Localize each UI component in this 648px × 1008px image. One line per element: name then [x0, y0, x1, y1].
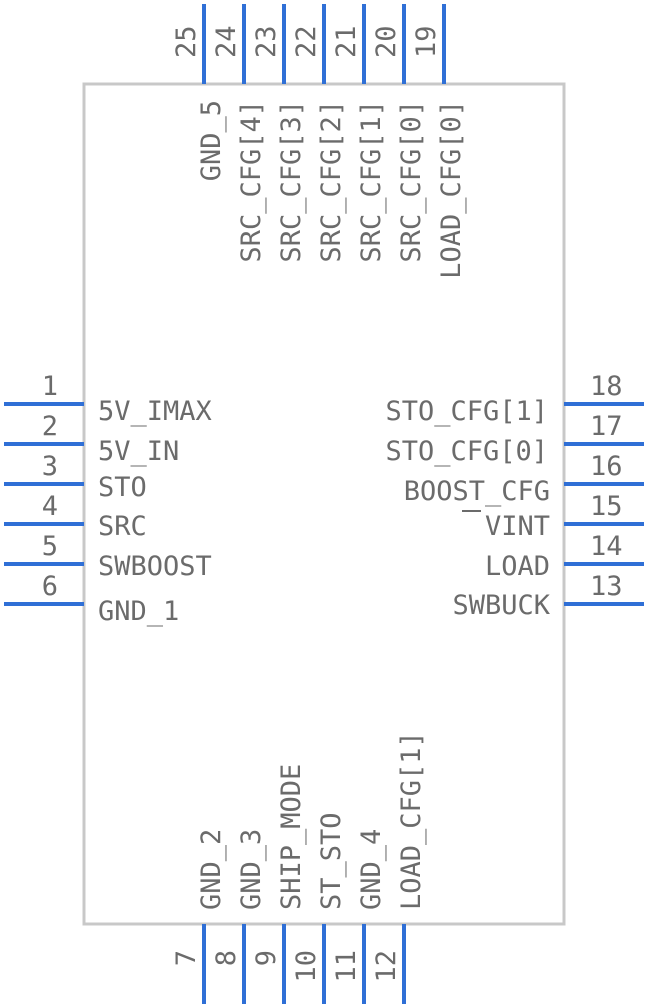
pin-number-2: 2: [42, 411, 58, 442]
ic-body: [82, 82, 566, 926]
pin-label-18: STO_CFG[1]: [385, 396, 548, 427]
pin-label-13: SWBUCK: [452, 590, 550, 621]
pin-label-21: SRC_CFG[2]: [316, 100, 347, 263]
right-pins: 18 17 16 15 14 13 STO_CFG[1] STO_CFG[0] …: [385, 371, 644, 621]
pin-number-8: 8: [211, 950, 242, 966]
pin-label-1: 5V_IMAX: [98, 396, 212, 427]
pin-label-6: GND_1: [98, 596, 179, 627]
pin-label-3: STO: [98, 472, 147, 503]
pin-label-10: SHIP_MODE: [276, 764, 307, 910]
pin-number-24: 24: [211, 25, 242, 58]
pin-label-20: SRC_CFG[1]: [356, 100, 387, 263]
pin-label-12: GND_4: [356, 829, 387, 910]
pin-number-15: 15: [590, 491, 623, 522]
pin-number-17: 17: [590, 411, 623, 442]
pin-label-2: 5V_IN: [98, 436, 179, 467]
pin-label-19: SRC_CFG[0]: [396, 100, 427, 263]
pin-number-25: 25: [171, 25, 202, 58]
pin-number-9: 9: [251, 950, 282, 966]
pin-number-12: 12: [371, 950, 402, 983]
top-pins: 25 24 23 22 21 20 19 GND_5 SRC_CFG[4] SR…: [171, 4, 467, 279]
pin-number-20: 20: [371, 25, 402, 58]
pin-number-1: 1: [42, 371, 58, 402]
pin-number-14: 14: [590, 531, 623, 562]
pin-label-load-cfg-1: LOAD_CFG[1]: [396, 731, 427, 910]
pin-number-13: 13: [590, 571, 623, 602]
pin-number-10: 10: [291, 950, 322, 983]
pin-label-5: SWBOOST: [98, 551, 212, 582]
pin-label-15: VINT: [485, 511, 550, 542]
pin-number-21: 21: [331, 25, 362, 58]
pin-label-load-cfg-0: LOAD_CFG[0]: [436, 100, 467, 279]
pin-label-24: GND_5: [196, 100, 227, 181]
pin-number-23: 23: [251, 25, 282, 58]
left-pins: 1 2 3 4 5 6 5V_IMAX 5V_IN STO SRC SWBOOS…: [4, 371, 212, 627]
pin-label-9: GND_3: [236, 829, 267, 910]
pin-label-8: GND_2: [196, 829, 227, 910]
pin-label-23: SRC_CFG[4]: [236, 100, 267, 263]
pin-number-18: 18: [590, 371, 623, 402]
pin-label-4: SRC: [98, 511, 147, 542]
pin-number-6: 6: [42, 571, 58, 602]
pin-number-3: 3: [42, 451, 58, 482]
pin-label-11: ST_STO: [316, 812, 347, 910]
pin-label-14: LOAD: [485, 551, 550, 582]
pin-number-11: 11: [331, 950, 362, 983]
pin-label-16: BOOST_CFG: [404, 476, 550, 507]
pin-number-22: 22: [291, 25, 322, 58]
pin-label-17: STO_CFG[0]: [385, 436, 548, 467]
pin-number-19: 19: [411, 25, 442, 58]
pin-number-7: 7: [171, 950, 202, 966]
bottom-pins: 7 8 9 10 11 12 GND_2 GND_3 SHIP_MODE ST_…: [171, 731, 427, 1004]
pin-number-4: 4: [42, 491, 58, 522]
pin-number-5: 5: [42, 531, 58, 562]
pin-label-22: SRC_CFG[3]: [276, 100, 307, 263]
pin-number-16: 16: [590, 451, 623, 482]
